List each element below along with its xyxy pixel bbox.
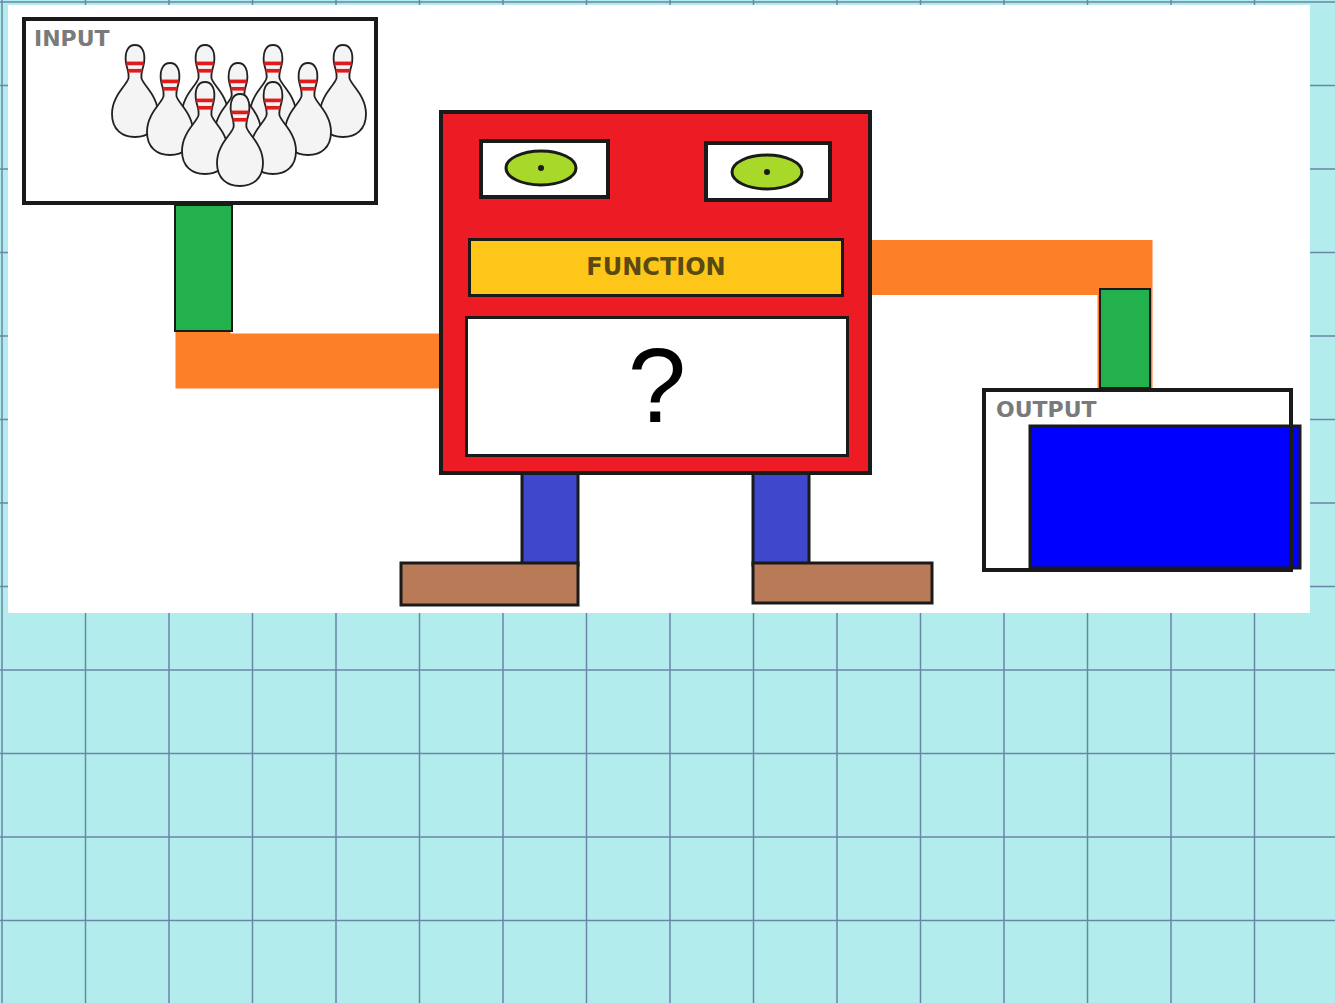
input-panel [22, 17, 378, 205]
input-pipe-green [175, 205, 232, 331]
grid-line [0, 753, 1335, 755]
pin-stripe [161, 80, 178, 84]
node-text: ? [628, 331, 686, 441]
right-pupil [764, 169, 770, 175]
white-panel [8, 5, 1310, 613]
pin-stripe [231, 111, 248, 115]
output-box: OUTPUT [982, 388, 1293, 572]
left-eye [506, 151, 576, 185]
left-leg [522, 473, 578, 565]
pin-stripe [163, 87, 178, 91]
pin-stripe [128, 69, 143, 73]
right-eye-socket [706, 143, 830, 200]
left-foot [401, 563, 578, 605]
pin-stripe [198, 69, 213, 73]
right-eye [732, 155, 802, 189]
right-leg [753, 473, 809, 565]
pin-stripe [196, 62, 213, 66]
left-eye-socket [481, 141, 608, 197]
grid-line [0, 669, 1335, 671]
pipe-connector [203, 205, 465, 361]
pin-body [217, 94, 263, 186]
node-text: OUTPUT [996, 398, 1097, 421]
output-screen [1030, 426, 1300, 568]
pin-stripe [334, 62, 351, 66]
pin-stripe [231, 87, 246, 91]
machine-body [441, 112, 870, 473]
left-pupil [538, 165, 544, 171]
pin-stripe [266, 69, 281, 73]
pin-stripe [196, 99, 213, 103]
input-box: INPUT [22, 17, 378, 205]
pin-stripe [264, 62, 281, 66]
grid-line [1, 0, 3, 1003]
pin-stripe [126, 62, 143, 66]
pin-stripe [264, 99, 281, 103]
grid-line [0, 1, 1335, 3]
grid-line [0, 836, 1335, 838]
node-text: FUNCTION [586, 255, 725, 280]
output-pipe-green [1100, 289, 1150, 388]
pin-stripe [266, 106, 281, 110]
function-label: FUNCTION [468, 238, 844, 297]
grid-line [0, 920, 1335, 922]
right-foot [753, 563, 932, 603]
node-text: INPUT [34, 27, 110, 50]
pin-stripe [198, 106, 213, 110]
pin-stripe [301, 87, 316, 91]
pin-stripe [229, 80, 246, 84]
pipe-connector [844, 268, 1125, 389]
bowling-pin [217, 94, 263, 186]
bowling-pins [112, 45, 366, 186]
function-rule-box: ? [465, 316, 849, 457]
pin-stripe [233, 118, 248, 122]
pin-stripe [299, 80, 316, 84]
pin-stripe [336, 69, 351, 73]
